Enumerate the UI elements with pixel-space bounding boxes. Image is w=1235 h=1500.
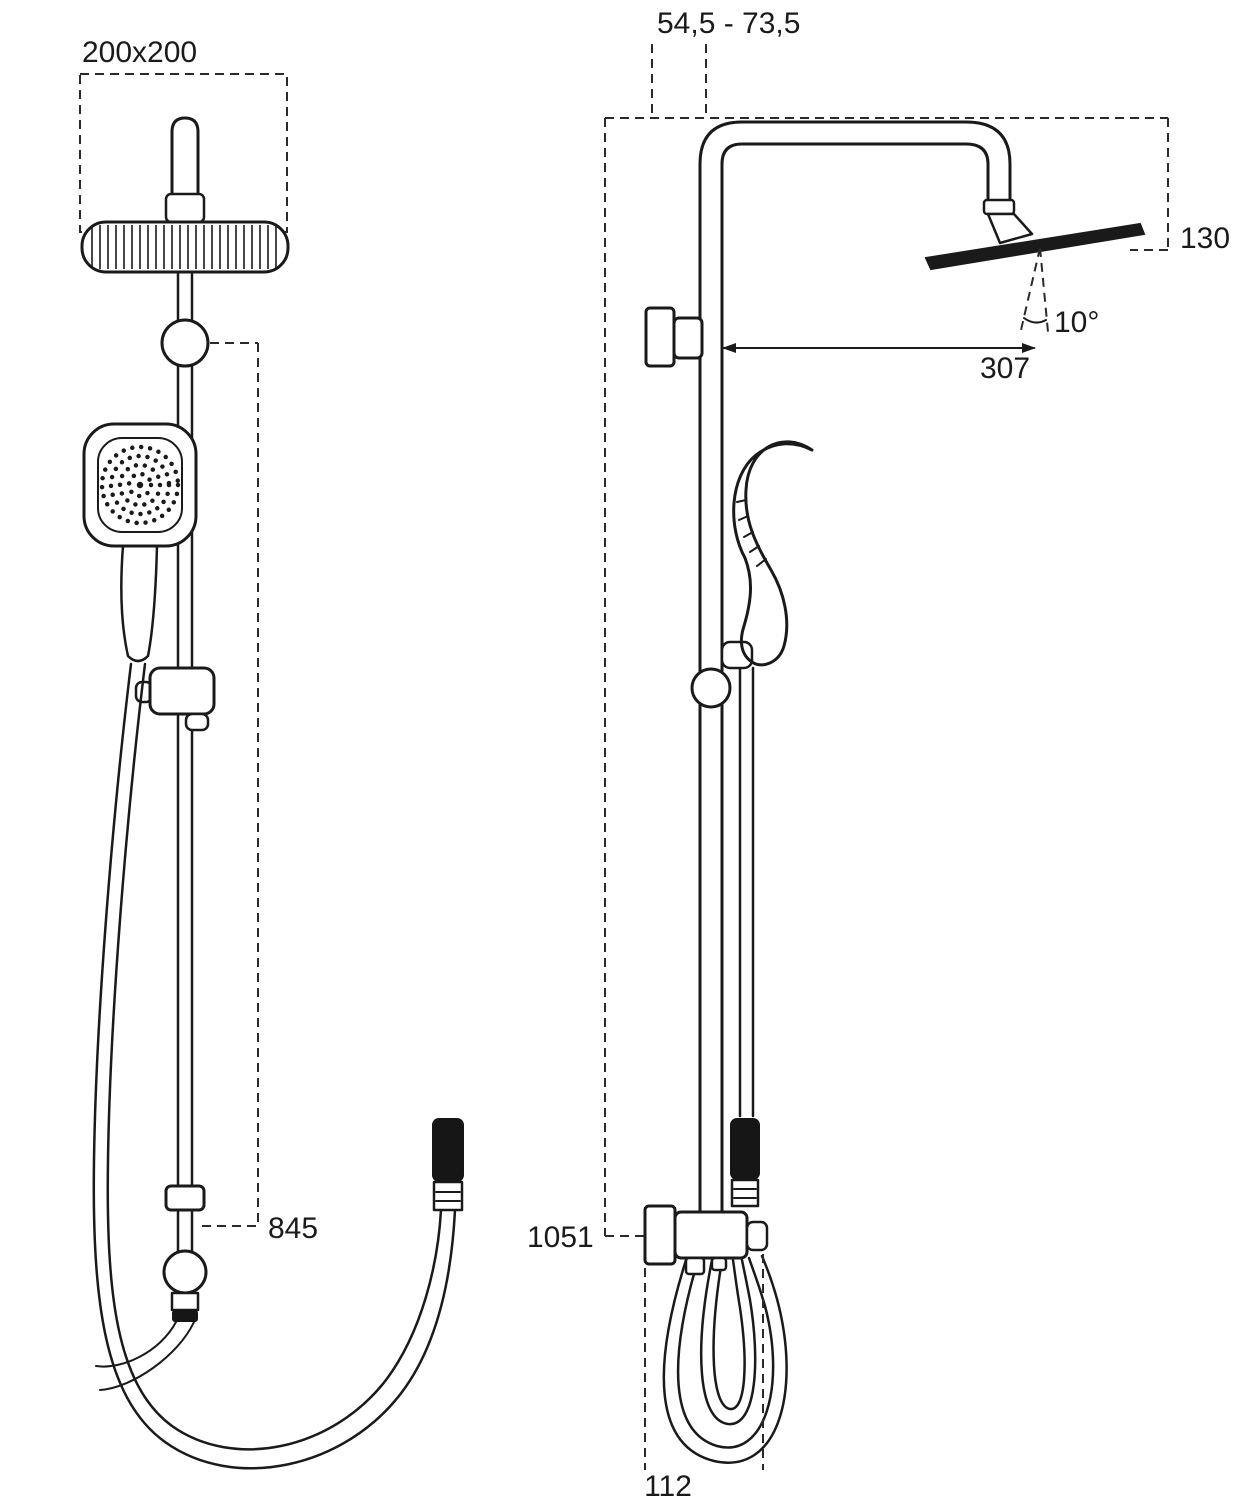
hand-shower-front (82, 422, 198, 663)
wall-bracket-side (644, 306, 704, 368)
outlet-fitting (170, 1291, 200, 1312)
mixer-knob (745, 1220, 769, 1252)
wall-plate (644, 306, 676, 368)
angle-arc (1023, 317, 1047, 324)
dimension-lines-130 (1130, 118, 1169, 251)
head-ball-joint (986, 212, 1034, 245)
handset-spray-dots (99, 444, 181, 526)
handset-handle-front (120, 544, 159, 663)
mixer-port-2 (710, 1256, 728, 1272)
hose-connector-front (432, 1118, 464, 1212)
handset-spray-ticks (736, 499, 767, 567)
handset-face-front (97, 437, 183, 533)
mixer-port-1 (684, 1256, 706, 1276)
mixer-side (643, 1204, 769, 1276)
dimension-label-head-height: 130 (1180, 222, 1230, 255)
hose-connector-side (730, 1118, 760, 1208)
mixer-wall-plate (643, 1204, 677, 1266)
dimension-wall-offset: 54,5 - 73,5 (651, 7, 800, 116)
head-nut-front (164, 192, 206, 224)
overhead-shower-side (924, 222, 1146, 271)
arrowhead-right (1022, 343, 1036, 353)
inner-loop-outer-line (700, 1258, 757, 1426)
dimension-head-reach: 307 (722, 343, 1036, 385)
rail-bottom-front (162, 1184, 208, 1322)
rail-bottom-pipe (176, 1208, 194, 1254)
hose-outer-line (92, 662, 457, 1470)
riser-pipe-side (698, 120, 1012, 1214)
bracket-clamp (672, 316, 704, 360)
slider-tab (184, 712, 210, 732)
outer-loop-inner-line (676, 1256, 775, 1449)
hose-inner-line (106, 662, 443, 1451)
dimension-base-width: 112 (644, 1254, 764, 1500)
dimension-label-head-size: 200x200 (82, 36, 197, 69)
dimension-label-head-reach: 307 (980, 352, 1030, 385)
hand-shower-hose-side (738, 666, 755, 1118)
dimension-lines-845 (202, 342, 259, 1227)
head-joint-side (982, 198, 1034, 245)
hose-nut-side (730, 1178, 760, 1208)
dimension-rail-fixing: 845 (202, 342, 318, 1245)
overhead-head-outline (80, 220, 290, 274)
hose-nut-threads-side (733, 1188, 757, 1199)
handset-holder-side (720, 640, 754, 670)
rail-slider-side (690, 667, 732, 709)
outer-loop-outer-line (662, 1254, 788, 1464)
mixer-body (673, 1210, 749, 1260)
shower-hose-front (92, 662, 457, 1470)
dimension-head-height: 130 (1130, 118, 1230, 255)
dimension-label-wall-offset: 54,5 - 73,5 (657, 7, 800, 40)
handset-outline-side (732, 440, 814, 667)
dimension-label-total-height: 1051 (527, 1221, 594, 1254)
lower-wall-bracket-front (162, 1249, 208, 1295)
rail-slider-front (134, 666, 216, 732)
rail-bottom-fitting (164, 1184, 206, 1212)
arrowhead-left (722, 343, 736, 353)
overhead-head-ribs (91, 225, 277, 269)
dimension-label-head-angle: 10° (1054, 306, 1099, 339)
side-view: 54,5 - 73,5 1051 130 10° (527, 7, 1230, 1500)
dimension-head-angle: 10° (1020, 247, 1099, 339)
inner-loop-inner-line (712, 1258, 746, 1411)
hose-nut-threads (435, 1191, 461, 1202)
dimension-total-height: 1051 (527, 117, 1168, 1254)
hose-stub-lines (95, 1321, 195, 1391)
hose-nut-front (432, 1180, 464, 1212)
head-joint-collar (982, 198, 1016, 216)
dimension-label-base-width: 112 (644, 1470, 692, 1500)
dimension-label-rail-fixing: 845 (268, 1212, 318, 1245)
dimension-lines-1051 (604, 117, 1168, 1237)
hose-loops-side (662, 1254, 788, 1464)
outlet-band (172, 1310, 198, 1322)
dimension-lines-wall-offset (651, 44, 707, 116)
slider-body (148, 666, 216, 716)
hose-grip-front (432, 1118, 464, 1182)
overhead-shower-front (80, 220, 290, 274)
upper-wall-bracket-front (160, 318, 210, 368)
hand-shower-side (732, 440, 814, 667)
front-view: 200x200 845 (79, 36, 464, 1470)
dimension-lines-112 (644, 1254, 764, 1470)
hose-grip-side (730, 1118, 760, 1180)
